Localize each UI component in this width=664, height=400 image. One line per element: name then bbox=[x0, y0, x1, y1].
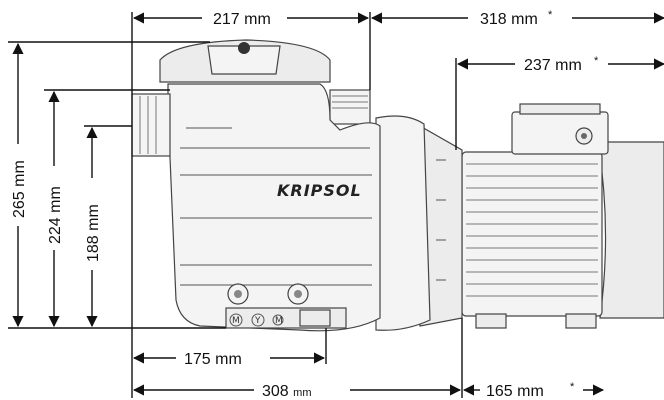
base-label-y: Y bbox=[254, 316, 261, 326]
dim-bottom-motor: 165 mm bbox=[486, 383, 544, 400]
terminal-box-lid bbox=[519, 103, 601, 115]
dim-bottom-total: 308 mm bbox=[262, 383, 311, 400]
base-foot bbox=[299, 309, 331, 327]
lid-handle bbox=[207, 45, 281, 75]
dim-top-motor: 237 mm bbox=[524, 57, 582, 74]
pump-volute bbox=[375, 115, 431, 331]
extension-lines bbox=[8, 12, 463, 398]
pump-illustration bbox=[131, 39, 664, 332]
base-label-m2: M bbox=[275, 316, 283, 326]
terminal-box bbox=[511, 111, 609, 155]
dim-height-inlet: 188 mm bbox=[85, 204, 102, 262]
asterisk-top-motor: * bbox=[594, 55, 599, 67]
strainer-body bbox=[167, 83, 381, 332]
motor-foot-right bbox=[565, 313, 597, 329]
asterisk-bottom-motor: * bbox=[570, 381, 575, 393]
dimension-lines bbox=[12, 12, 664, 396]
motor-body bbox=[461, 151, 603, 317]
motor-fins bbox=[466, 163, 598, 297]
asterisk-top-total: * bbox=[548, 9, 553, 21]
dim-height-mid: 224 mm bbox=[47, 186, 64, 244]
motor-end-cap bbox=[597, 141, 664, 319]
inlet-nozzle bbox=[131, 93, 171, 157]
dim-top-width: 217 mm bbox=[213, 11, 271, 28]
base-label-m: M bbox=[232, 316, 240, 326]
dim-top-total: 318 mm bbox=[480, 11, 538, 28]
dim-bottom-left: 175 mm bbox=[184, 351, 242, 368]
dim-height-total: 265 mm bbox=[11, 160, 28, 218]
motor-foot-left bbox=[475, 313, 507, 329]
brand-logo: KRIPSOL bbox=[277, 181, 362, 200]
discharge-nozzle bbox=[329, 89, 371, 125]
